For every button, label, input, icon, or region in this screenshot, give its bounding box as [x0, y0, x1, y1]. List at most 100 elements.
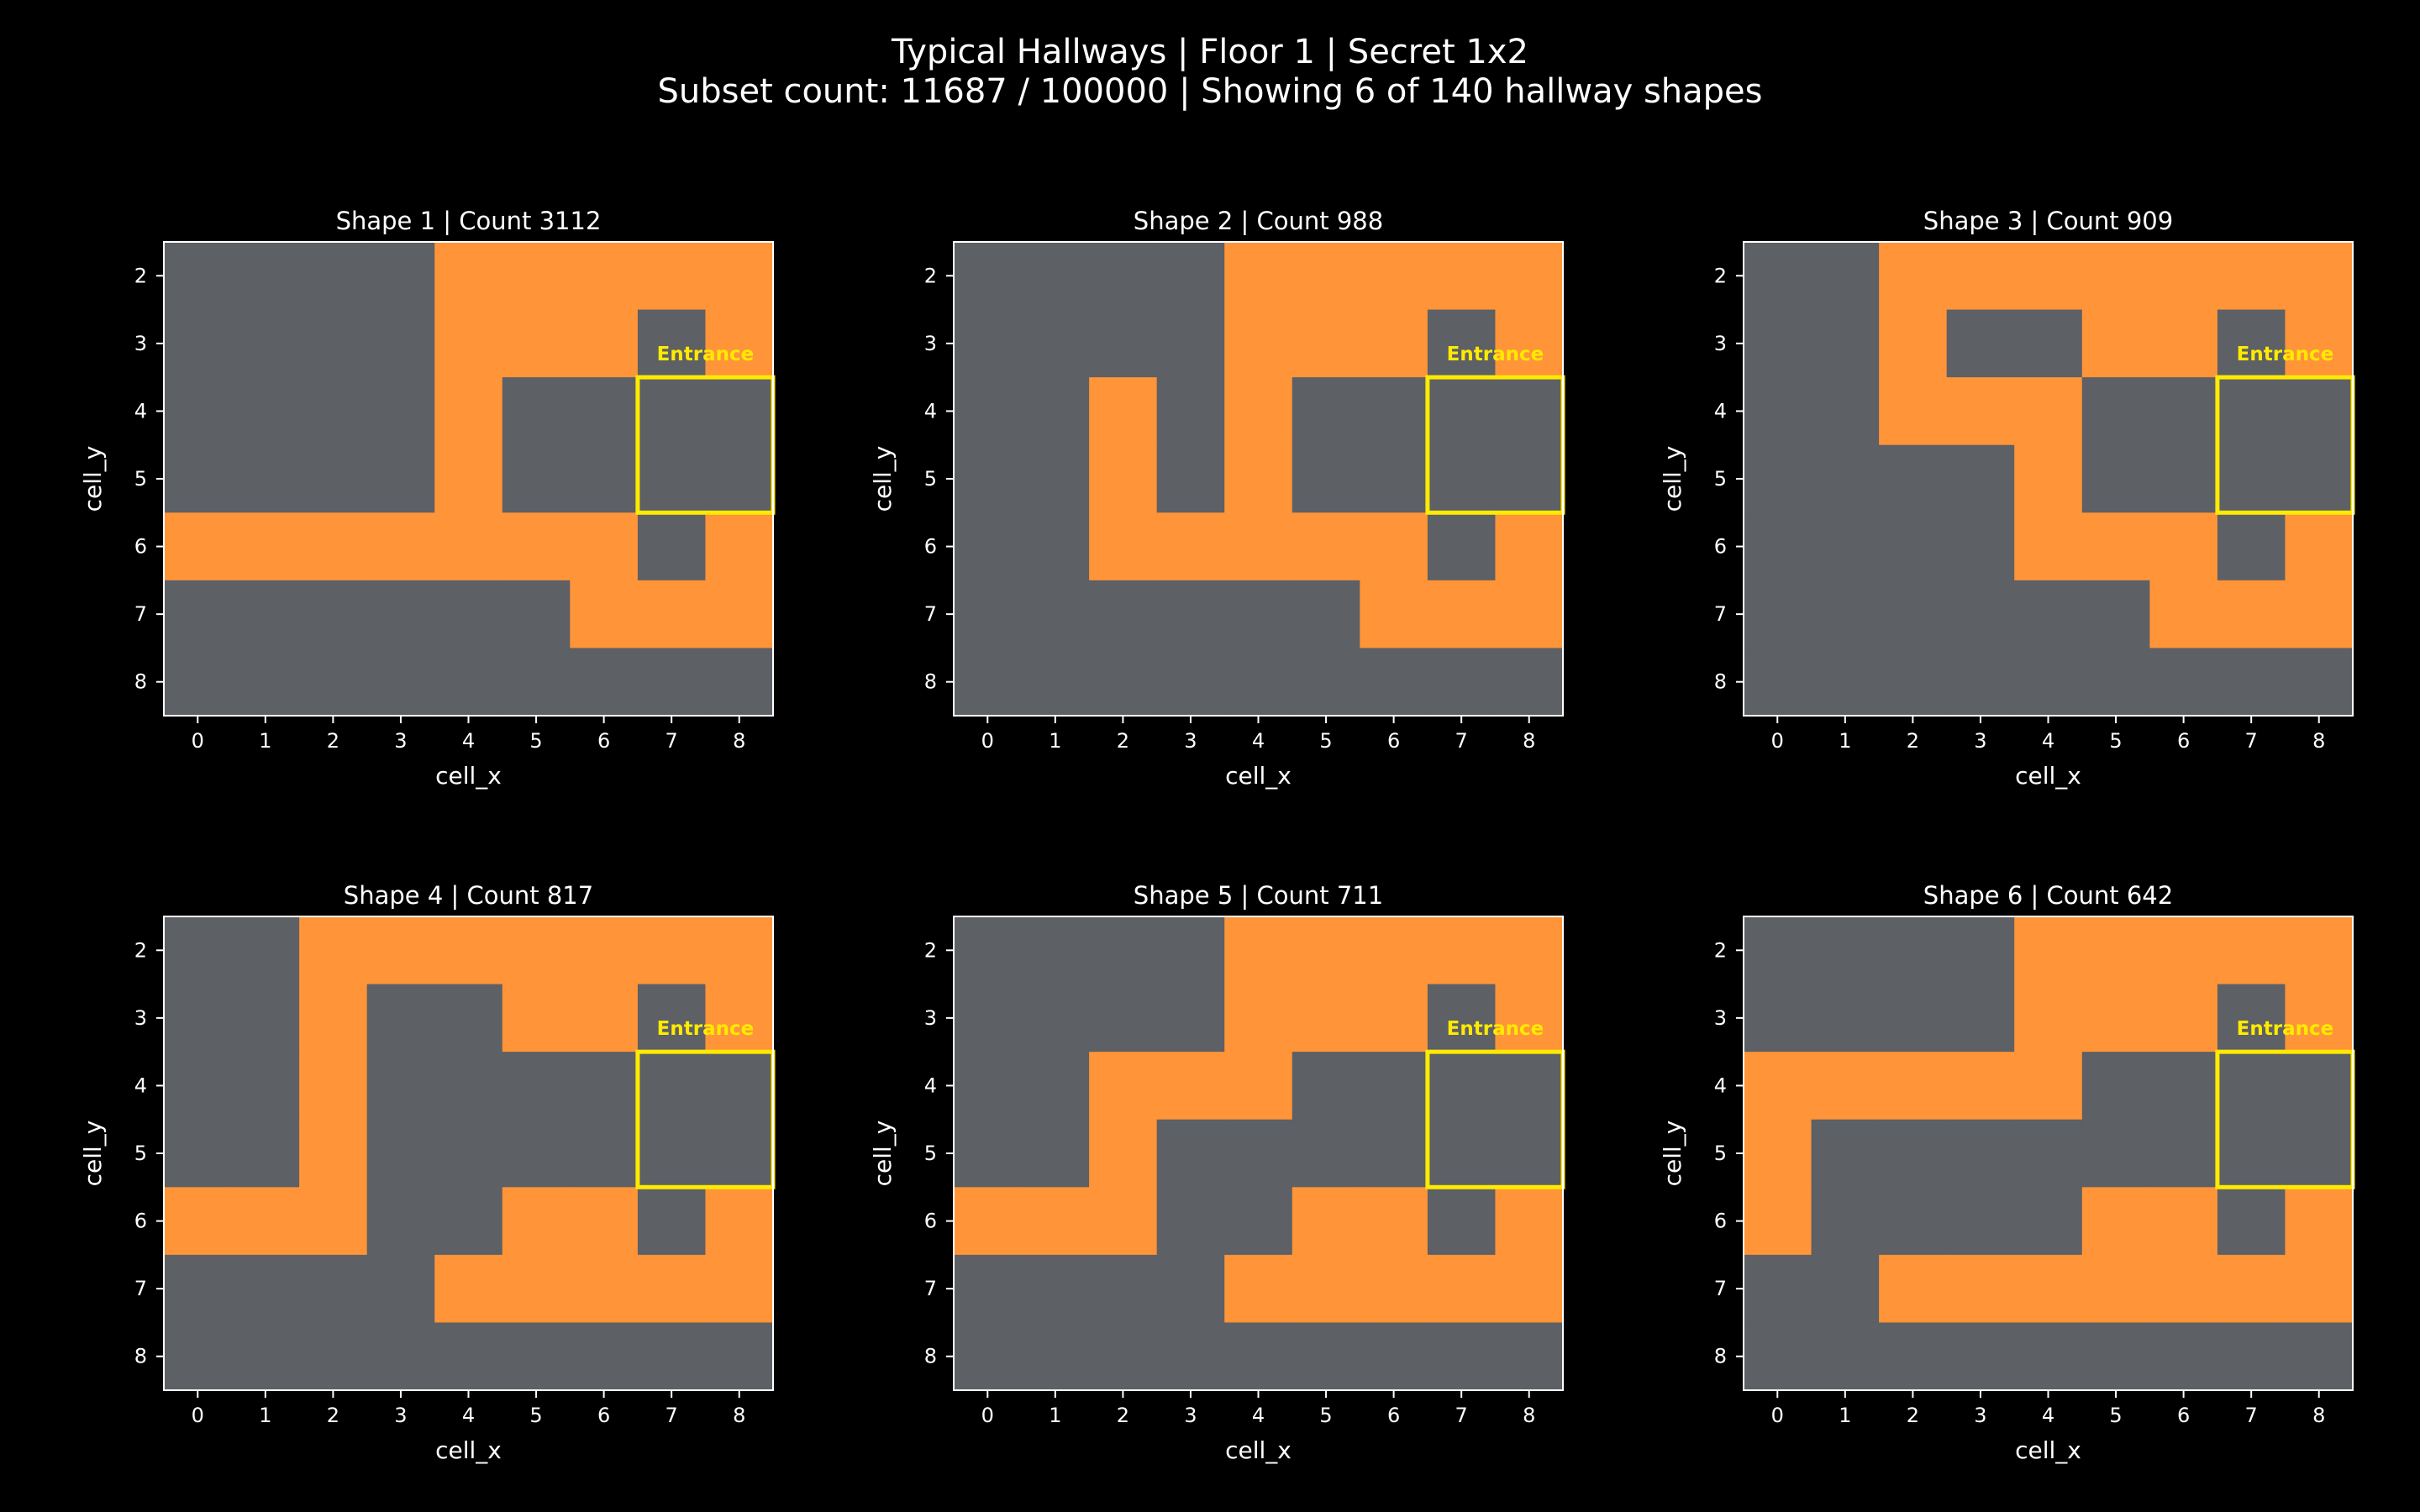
wall-cell — [434, 580, 503, 649]
hallway-cell — [2014, 512, 2083, 581]
entrance-label: Entrance — [657, 1018, 755, 1040]
wall-cell — [1811, 916, 1880, 985]
wall-cell — [2285, 377, 2354, 446]
wall-cell — [2217, 444, 2286, 513]
wall-cell — [1811, 1187, 1880, 1256]
hallway-cell — [570, 580, 639, 649]
y-tick-label: 4 — [924, 399, 937, 423]
wall-cell — [1427, 1119, 1497, 1188]
hallway-cell — [1360, 512, 1428, 581]
x-tick-label: 2 — [1907, 1404, 1919, 1427]
wall-cell — [366, 1119, 435, 1188]
hallway-cell — [502, 984, 571, 1053]
wall-cell — [2081, 580, 2150, 649]
y-tick-label: 3 — [134, 1006, 147, 1030]
wall-cell — [366, 242, 435, 311]
x-tick-label: 7 — [2245, 729, 2258, 753]
wall-cell — [1156, 1187, 1225, 1256]
wall-cell — [231, 1322, 300, 1391]
wall-cell — [1744, 580, 1812, 649]
wall-cell — [570, 648, 639, 717]
wall-cell — [2014, 1187, 2083, 1256]
hallway-cell — [1427, 580, 1497, 649]
wall-cell — [1879, 648, 1948, 717]
wall-cell — [2285, 1119, 2354, 1188]
hallway-cell — [1089, 1187, 1158, 1256]
y-axis-label: cell_y — [79, 1121, 107, 1187]
hallway-cell — [2217, 1254, 2286, 1324]
x-tick-label: 5 — [1319, 1404, 1332, 1427]
x-tick-label: 2 — [327, 1404, 339, 1427]
hallway-cell — [570, 1187, 639, 1256]
wall-cell — [1224, 1187, 1293, 1256]
y-tick-label: 2 — [134, 938, 147, 962]
y-tick-label: 7 — [924, 602, 937, 626]
wall-cell — [1879, 580, 1948, 649]
x-tick-label: 8 — [1523, 1404, 1535, 1427]
y-tick-label: 8 — [924, 670, 937, 694]
hallway-cell — [1427, 1254, 1497, 1324]
hallway-cell — [164, 1187, 233, 1256]
hallway-cell — [1495, 984, 1564, 1053]
x-axis-label: cell_x — [1225, 762, 1292, 790]
wall-cell — [705, 648, 774, 717]
wall-cell — [164, 1052, 233, 1121]
hallway-cell — [705, 984, 774, 1053]
hallway-cell — [2014, 444, 2083, 513]
hallway-cell — [1224, 444, 1293, 513]
wall-cell — [366, 377, 435, 446]
y-tick-label: 6 — [1714, 1210, 1727, 1233]
x-tick-label: 3 — [394, 729, 407, 753]
x-tick-label: 2 — [1907, 729, 1919, 753]
wall-cell — [2014, 1119, 2083, 1188]
wall-cell — [1224, 580, 1293, 649]
hallway-cell — [1224, 512, 1293, 581]
hallway-cell — [299, 1187, 368, 1256]
y-tick-label: 7 — [1714, 602, 1727, 626]
wall-cell — [164, 984, 233, 1053]
wall-cell — [2217, 648, 2286, 717]
entrance-label: Entrance — [1447, 344, 1544, 365]
x-tick-label: 4 — [2042, 1404, 2054, 1427]
wall-cell — [1021, 984, 1090, 1053]
hallway-cell — [1495, 242, 1564, 311]
wall-cell — [1744, 377, 1812, 446]
x-tick-label: 7 — [2245, 1404, 2258, 1427]
panel-title: Shape 3 | Count 909 — [1923, 207, 2173, 235]
x-tick-label: 7 — [666, 729, 678, 753]
hallway-cell — [1292, 309, 1360, 378]
wall-cell — [1946, 984, 2015, 1053]
figure-title: Typical Hallways | Floor 1 | Secret 1x2 — [892, 33, 1528, 71]
wall-cell — [1879, 984, 1948, 1053]
hallway-cell — [705, 580, 774, 649]
hallway-cell — [705, 1187, 774, 1256]
wall-cell — [1811, 512, 1880, 581]
wall-cell — [2285, 1052, 2354, 1121]
wall-cell — [2217, 984, 2286, 1053]
wall-cell — [1811, 444, 1880, 513]
y-tick-label: 2 — [924, 938, 937, 962]
y-tick-label: 5 — [924, 1142, 937, 1165]
x-tick-label: 5 — [529, 1404, 542, 1427]
x-tick-label: 2 — [1117, 729, 1129, 753]
wall-cell — [231, 377, 300, 446]
wall-cell — [1156, 444, 1225, 513]
hallway-cell — [502, 1254, 571, 1324]
wall-cell — [705, 444, 774, 513]
hallway-cell — [1360, 1254, 1428, 1324]
wall-cell — [705, 1322, 774, 1391]
wall-cell — [1089, 648, 1158, 717]
hallway-cell — [299, 1052, 368, 1121]
hallway-cell — [1360, 984, 1428, 1053]
wall-cell — [502, 377, 571, 446]
wall-cell — [2081, 444, 2150, 513]
wall-cell — [954, 309, 1023, 378]
entrance-label: Entrance — [2237, 344, 2334, 365]
wall-cell — [1946, 1119, 2015, 1188]
wall-cell — [502, 580, 571, 649]
hallway-cell — [434, 242, 503, 311]
hallway-cell — [2014, 377, 2083, 446]
wall-cell — [2149, 1119, 2218, 1188]
